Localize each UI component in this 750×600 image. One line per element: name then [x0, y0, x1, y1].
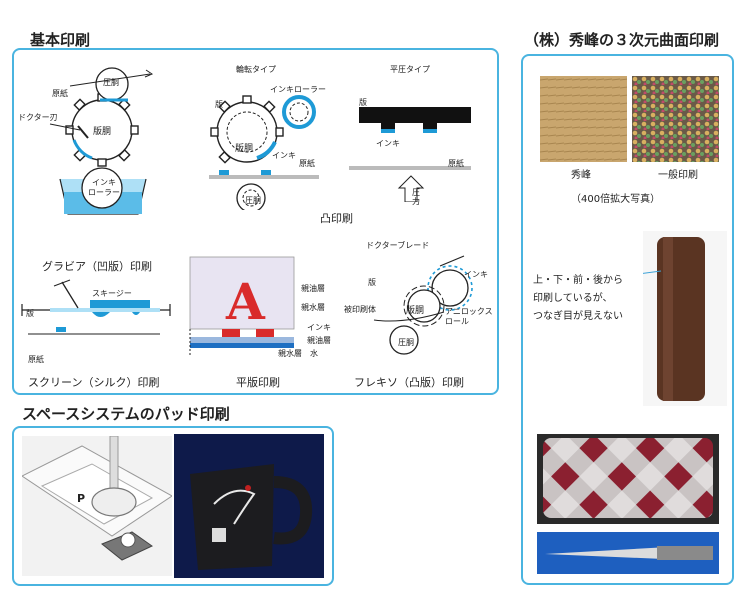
rotary-paper-label: 原紙 [299, 159, 315, 168]
offset-letter-a: A [226, 272, 265, 331]
crane-mug-photo [174, 434, 324, 578]
offset-water-layer-top: 親水層 [301, 303, 325, 312]
blade-photo [537, 532, 719, 574]
offset-oil-layer-bottom: 親油層 [307, 336, 331, 345]
offset-water-label: 水 [310, 349, 318, 358]
pressure-label: 圧 力 [412, 188, 420, 206]
flexo-anilox-label: アニロックス ロール [445, 307, 493, 326]
curved-printing-panel: 秀峰 一般印刷 （400倍拡大写真） 上・下・前・後から 印刷しているが、 つな… [521, 54, 734, 585]
gravure-diagram [49, 67, 154, 215]
gravure-doctor-label: ドクター刃 [18, 113, 58, 122]
offset-water-layer-bottom: 親水層 [278, 349, 302, 358]
gravure-impression-label: 圧胴 [103, 78, 119, 87]
flexo-doctor-label: ドクターブレード [366, 241, 430, 250]
cylinder-photo [643, 231, 727, 406]
ink-roller-label: インキローラー [270, 85, 326, 94]
gravure-caption: グラビア（凹版）印刷 [42, 260, 152, 273]
rotary-impression-label: 圧胴 [245, 196, 261, 205]
basic-printing-panel: 圧胴 版胴 インキ ローラー 原紙 ドクター刃 グラビア（凹版）印刷 輪転タイプ [12, 48, 499, 395]
screen-caption: スクリーン（シルク）印刷 [28, 376, 160, 389]
flat-paper-label: 原紙 [448, 159, 464, 168]
flat-ink-label: インキ [376, 139, 400, 148]
pad-machine-illustration [22, 436, 172, 576]
offset-diagram [189, 256, 295, 355]
flexo-plate-cylinder-label: 版胴 [406, 306, 425, 316]
flexo-target-label: 被印刷体 [344, 305, 376, 314]
flat-type-title: 平圧タイプ [390, 65, 430, 74]
offset-ink-label: インキ [307, 323, 331, 332]
rotary-type-title: 輪転タイプ [236, 65, 276, 74]
letterpress-rotary-diagram [209, 95, 319, 210]
gravure-paper-label: 原紙 [52, 89, 68, 98]
general-magnified-photo [632, 76, 719, 162]
squeegee-label: スキージー [92, 289, 132, 298]
argyle-case-photo [537, 434, 719, 524]
pad-p-label-1: P [77, 492, 86, 505]
letterpress-caption: 凸印刷 [320, 212, 353, 225]
screen-diagram [21, 279, 171, 335]
flexo-ink-label: インキ [464, 270, 488, 279]
pad-printing-title: スペースシステムのパッド印刷 [22, 405, 230, 423]
offset-caption: 平版印刷 [236, 376, 280, 389]
letterpress-plate-label: 版 [215, 100, 223, 109]
curved-printing-title: （株）秀峰の３次元曲面印刷 [524, 31, 720, 49]
rotary-ink-label: インキ [272, 151, 296, 160]
seamless-note: 上・下・前・後から 印刷しているが、 つなぎ目が見えない [533, 275, 623, 322]
screen-paper-label: 原紙 [28, 355, 44, 364]
pad-p-label-2: P [126, 536, 133, 546]
flexo-diagram [373, 255, 473, 355]
flexo-impression-label: 圧胴 [398, 338, 414, 347]
gravure-ink-roller-label: インキ ローラー [88, 178, 120, 197]
screen-plate-label: 版 [26, 309, 34, 318]
pad-printing-panel: P P [12, 426, 334, 586]
rotary-plate-cylinder-label: 版胴 [235, 144, 254, 154]
shuho-magnified-photo [540, 76, 627, 162]
offset-oil-layer-top: 親油層 [301, 284, 325, 293]
flexo-caption: フレキソ（凸版）印刷 [354, 376, 464, 389]
flat-plate-label: 版 [359, 98, 367, 107]
gravure-plate-label: 版胴 [93, 127, 112, 137]
basic-printing-title: 基本印刷 [30, 31, 91, 49]
flexo-plate-label: 版 [368, 278, 376, 287]
letterpress-flat-diagram [349, 107, 471, 202]
general-photo-label: 一般印刷 [658, 170, 698, 181]
magnification-note: （400倍拡大写真） [571, 194, 661, 205]
shuho-photo-label: 秀峰 [571, 170, 591, 181]
